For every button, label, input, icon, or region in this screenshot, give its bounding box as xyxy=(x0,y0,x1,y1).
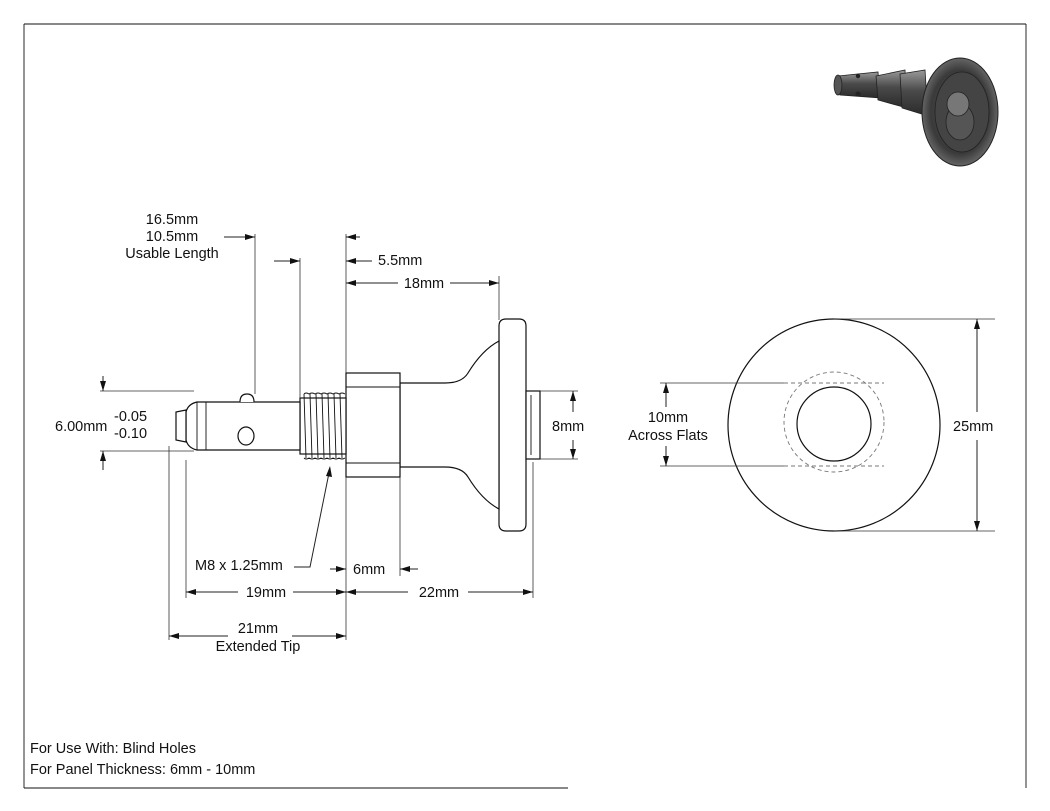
dim-extended-tip-label: Extended Tip xyxy=(216,639,301,655)
dim-thread: M8 x 1.25mm xyxy=(195,558,283,574)
boss-circle xyxy=(796,386,872,462)
drawing-border xyxy=(23,23,1027,789)
dim-overall-length-a: 16.5mm xyxy=(146,212,198,228)
knob-flange xyxy=(498,318,527,532)
side-view xyxy=(175,318,541,532)
dim-knob-diameter: 25mm xyxy=(953,419,993,435)
dim-pin-diameter: 6.00mm xyxy=(55,419,107,435)
plunger-tip xyxy=(175,409,187,443)
drawing-notes: For Use With: Blind Holes For Panel Thic… xyxy=(30,739,550,781)
thread-lines xyxy=(303,392,346,460)
isometric-render xyxy=(833,57,999,167)
dim-pin-length: 19mm xyxy=(246,585,286,601)
dim-across-flats-label: Across Flats xyxy=(628,428,708,444)
dim-shoulder: 5.5mm xyxy=(378,253,422,269)
dim-extended-tip: 21mm xyxy=(238,621,278,637)
cross-hole-top xyxy=(239,393,255,403)
hex-body xyxy=(345,372,401,478)
dimension-labels: 16.5mm 10.5mm Usable Length 5.5mm 18mm 6… xyxy=(55,212,993,655)
dim-knob-length: 22mm xyxy=(419,585,459,601)
dim-boss-diameter: 8mm xyxy=(552,419,584,435)
dim-tol-upper: -0.05 xyxy=(114,409,147,425)
note-panel-thickness: For Panel Thickness: 6mm - 10mm xyxy=(30,762,256,778)
note-use-with: For Use With: Blind Holes xyxy=(30,741,196,757)
dim-overall-length-b: 10.5mm xyxy=(146,229,198,245)
end-view xyxy=(727,318,941,532)
dim-hex-length: 6mm xyxy=(353,562,385,578)
knob-neck xyxy=(399,340,500,510)
cross-hole xyxy=(237,426,255,446)
dimension-lines xyxy=(100,234,995,640)
dim-across-flats-value: 10mm xyxy=(648,410,688,426)
dim-tol-lower: -0.10 xyxy=(114,426,147,442)
dim-body-length: 18mm xyxy=(404,276,444,292)
hidden-hex xyxy=(783,371,885,473)
dim-usable-length-label: Usable Length xyxy=(125,246,219,262)
knob-boss xyxy=(525,390,541,460)
